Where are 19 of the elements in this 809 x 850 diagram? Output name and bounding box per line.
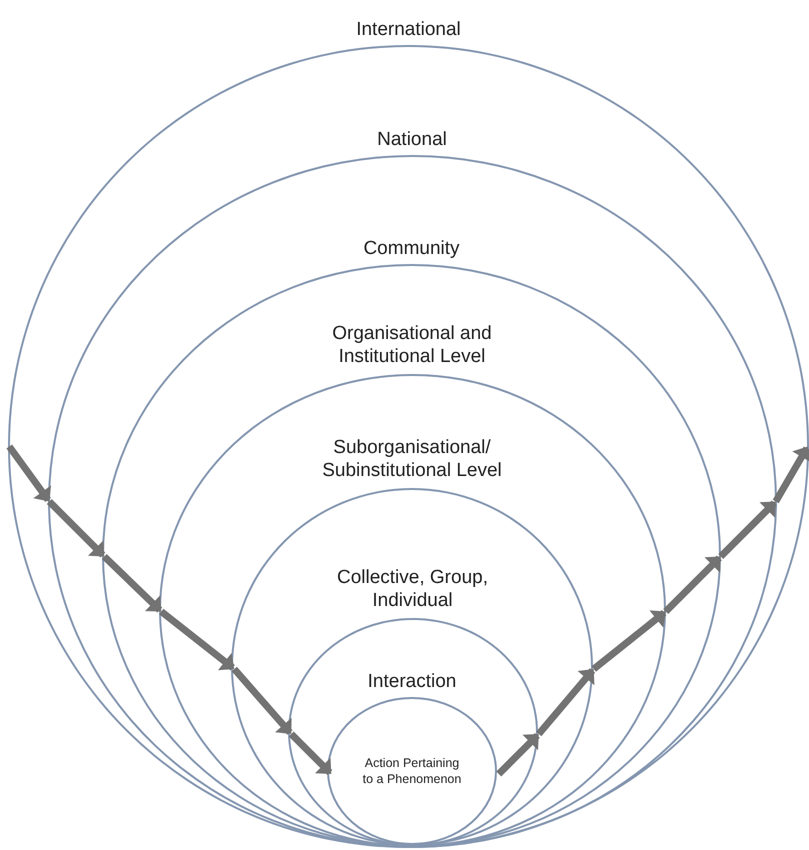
level-label: National	[376, 128, 448, 150]
level-label: Suborganisational/ Subinstitutional Level	[321, 436, 503, 482]
arrow	[718, 500, 777, 559]
arrow	[232, 666, 293, 735]
level-label: Interaction	[366, 670, 458, 693]
level-label: International	[355, 18, 462, 41]
circle-label: Action Pertaining to a Phenomenon	[362, 755, 462, 787]
level-label: Community	[362, 237, 461, 260]
arrow	[536, 668, 596, 736]
level-label: Collective, Group, Individual	[336, 566, 489, 612]
arrow	[6, 444, 52, 502]
arrow	[102, 554, 162, 613]
arrow	[288, 732, 332, 776]
level-label: Organisational and Institutional Level	[331, 322, 493, 368]
arrow	[46, 499, 106, 558]
arrow	[663, 555, 722, 614]
arrow	[159, 608, 235, 671]
arrow	[772, 446, 809, 504]
arrow	[592, 610, 666, 672]
